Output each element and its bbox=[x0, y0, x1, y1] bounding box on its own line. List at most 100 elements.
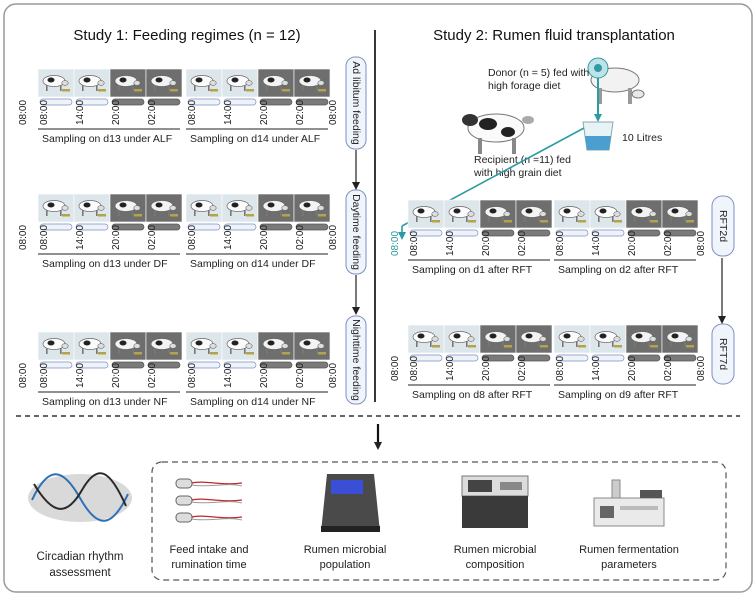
study1-row2-day1-caption: Sampling on d13 under DF bbox=[42, 258, 168, 270]
study1-row2-day2-cow-icon bbox=[226, 200, 254, 217]
study2-row2-day1-period-bar bbox=[517, 354, 551, 362]
study1-row2-day2-time-label: 20:00 bbox=[259, 225, 270, 250]
study2-row2-day2-time-label: 14:00 bbox=[591, 356, 602, 381]
study1-row2-day2-period-bar bbox=[223, 223, 257, 231]
study1-row2-day2-time-label: 08:00 bbox=[187, 225, 198, 250]
regime-pill bbox=[345, 315, 367, 405]
study1-row1-day2-period-bar bbox=[259, 98, 293, 106]
study1-row3-end-time: 08:00 bbox=[18, 363, 29, 388]
study1-row2-day1-time-label: 20:00 bbox=[111, 225, 122, 250]
study2-row1-day2-period-bar bbox=[555, 229, 589, 237]
study2-row1-day1-cow-icon bbox=[412, 206, 440, 223]
study2-row1-day1-time-label: 14:00 bbox=[445, 231, 456, 256]
study2-row2-day2-time-label: 02:00 bbox=[663, 356, 674, 381]
study1-row1-day1-cow-icon bbox=[150, 75, 178, 92]
study2-row1-day2-cow-icon bbox=[630, 206, 658, 223]
regime-pill-label: Daytime feeding bbox=[350, 194, 362, 270]
study1-row2-day2-time-label: 14:00 bbox=[223, 225, 234, 250]
study2-row1-day1-caption: Sampling on d1 after RFT bbox=[412, 264, 533, 276]
study1-row3-day2-caption: Sampling on d14 under NF bbox=[190, 396, 316, 408]
study1-row3-day1-time-label: 02:00 bbox=[147, 363, 158, 388]
study2-row2-day1-time-label: 20:00 bbox=[481, 356, 492, 381]
study1-row3-day1-cow-icon bbox=[78, 338, 106, 355]
study1-row3-day2-time-label: 14:00 bbox=[223, 363, 234, 388]
study1-row3-day1-cow-icon bbox=[150, 338, 178, 355]
study1-row3-day1-period-bar bbox=[39, 361, 73, 369]
study1-title: Study 1: Feeding regimes (n = 12) bbox=[73, 27, 300, 44]
volume-label: 10 Litres bbox=[622, 132, 662, 144]
study1-row2-day2-time-label: 02:00 bbox=[295, 225, 306, 250]
study2-row2-day2-cow-icon bbox=[630, 331, 658, 348]
study1-row3-day2-time-label: 02:00 bbox=[295, 363, 306, 388]
study1-row2-day1-cow-icon bbox=[114, 200, 142, 217]
regime-pill bbox=[345, 56, 367, 150]
study1-row1-day2-time-label: 02:00 bbox=[295, 100, 306, 125]
study2-row1-day1-period-bar bbox=[409, 229, 443, 237]
assessment-box bbox=[151, 461, 727, 581]
circadian-label-line1: Circadian rhythm bbox=[37, 551, 124, 563]
study2-row2-day2-caption: Sampling on d9 after RFT bbox=[558, 389, 679, 401]
study2-row1-day1-period-bar bbox=[445, 229, 479, 237]
study1-row1-day2-cow-icon bbox=[298, 75, 326, 92]
circadian-wave-icon bbox=[28, 472, 132, 522]
regime-pill bbox=[345, 189, 367, 275]
study2-row2-day1-period-bar bbox=[481, 354, 515, 362]
study2-row1-day2-time-label: 02:00 bbox=[663, 231, 674, 256]
assessment-label: Rumen fermentation bbox=[579, 544, 679, 556]
study1-row1-day1-time-label: 14:00 bbox=[75, 100, 86, 125]
study2-row1-day2-period-bar bbox=[591, 229, 625, 237]
assessment-label: rumination time bbox=[171, 559, 246, 571]
study1-row2-day2-caption: Sampling on d14 under DF bbox=[190, 258, 316, 270]
donor-label-line2: high forage diet bbox=[488, 80, 560, 92]
study2-row1-day2-time-label: 08:00 bbox=[555, 231, 566, 256]
study2-row1-day2-time-label: 20:00 bbox=[627, 231, 638, 256]
study1-row3-day1-period-bar bbox=[147, 361, 181, 369]
study1-row1-day1-period-bar bbox=[111, 98, 145, 106]
study1-row2-day2-cow-icon bbox=[262, 200, 290, 217]
study2-row1-day2-cow-icon bbox=[594, 206, 622, 223]
rft-pill bbox=[711, 323, 735, 385]
study1-row3-day1-time-label: 20:00 bbox=[111, 363, 122, 388]
study2-row1-final-time: 08:00 bbox=[696, 231, 707, 256]
study2-row1-day2-cow-icon bbox=[666, 206, 694, 223]
study2-row1-day2-period-bar bbox=[663, 229, 697, 237]
study1-row2-day1-cow-icon bbox=[78, 200, 106, 217]
study2-row2-day1-cow-icon bbox=[484, 331, 512, 348]
gas-chromatograph-icon bbox=[593, 479, 665, 527]
study1-row3-day2-cow-icon bbox=[226, 338, 254, 355]
study1-row2-final-time: 08:00 bbox=[328, 225, 339, 250]
study1-row1-day2-period-bar bbox=[187, 98, 221, 106]
study1-row3-day1-period-bar bbox=[75, 361, 109, 369]
study2-row2-day1-cow-icon bbox=[412, 331, 440, 348]
study1-row1-day2-period-bar bbox=[223, 98, 257, 106]
sensor-icon bbox=[175, 478, 243, 523]
study2-row2-day2-time-label: 08:00 bbox=[555, 356, 566, 381]
study2-row2-start-time: 08:00 bbox=[390, 356, 401, 381]
study2-row1-day1-period-bar bbox=[481, 229, 515, 237]
study1-row1-day1-caption: Sampling on d13 under ALF bbox=[42, 133, 172, 145]
study1-row3-day2-cow-icon bbox=[262, 338, 290, 355]
study1-row1-day1-time-label: 20:00 bbox=[111, 100, 122, 125]
study2-row2-day1-period-bar bbox=[445, 354, 479, 362]
study1-row3-day1-time-label: 08:00 bbox=[39, 363, 50, 388]
study2-row1-day1-cow-icon bbox=[484, 206, 512, 223]
study2-row1-day1-cow-icon bbox=[520, 206, 548, 223]
study1-row1-day2-time-label: 08:00 bbox=[187, 100, 198, 125]
study1-row3-day2-time-label: 20:00 bbox=[259, 363, 270, 388]
study1-row3-day1-caption: Sampling on d13 under NF bbox=[42, 396, 168, 408]
study2-row2-day2-period-bar bbox=[555, 354, 589, 362]
study1-row3-day1-cow-icon bbox=[114, 338, 142, 355]
study1-row3-day2-period-bar bbox=[187, 361, 221, 369]
rft-pill bbox=[711, 195, 735, 257]
study1-row2-day1-period-bar bbox=[147, 223, 181, 231]
study2-row2-day2-period-bar bbox=[591, 354, 625, 362]
study2-row2-day2-cow-icon bbox=[666, 331, 694, 348]
study1-row1-day2-time-label: 20:00 bbox=[259, 100, 270, 125]
study2-row1-day1-cow-icon bbox=[448, 206, 476, 223]
rft-pill-label: RFT2d bbox=[717, 210, 729, 242]
study1-row2-end-time: 08:00 bbox=[18, 225, 29, 250]
study2-row1-day2-time-label: 14:00 bbox=[591, 231, 602, 256]
assessment-label: Rumen microbial bbox=[454, 544, 537, 556]
